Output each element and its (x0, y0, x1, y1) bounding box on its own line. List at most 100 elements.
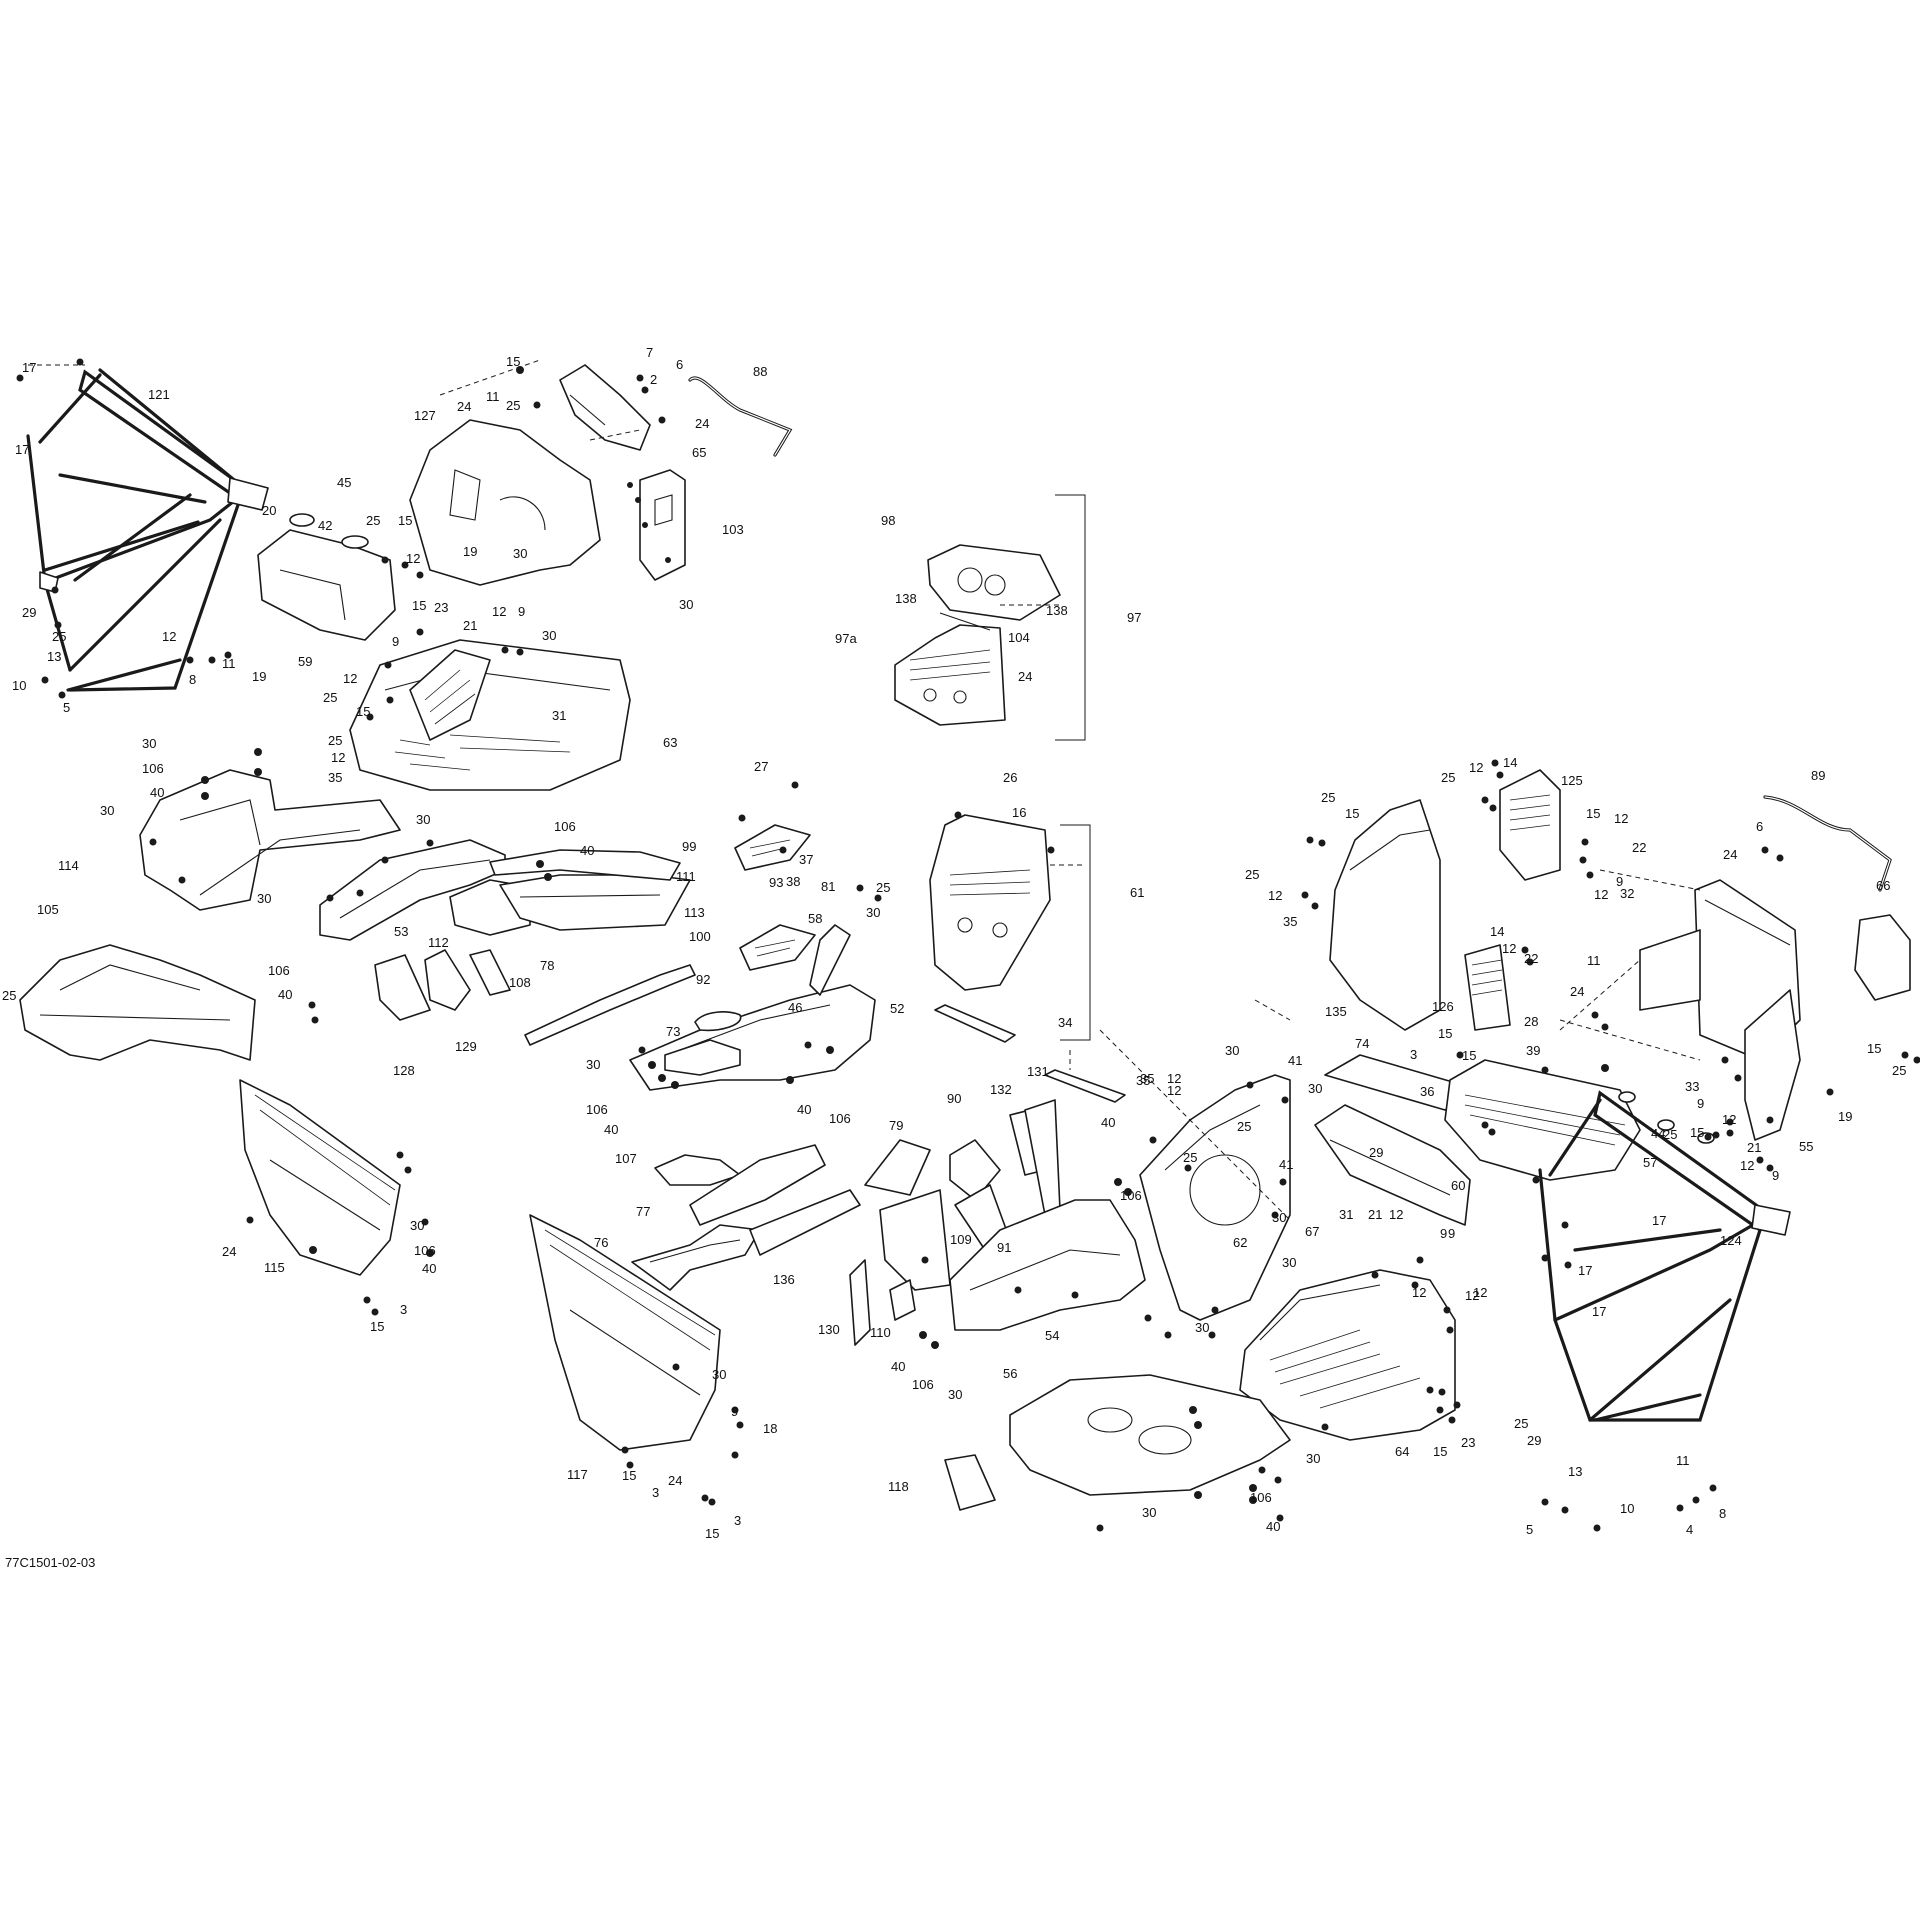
panels-111-112-113 (449, 849, 691, 936)
rear-panel-55 (1744, 989, 1801, 1141)
figure-reference: 77C1501-02-03 (5, 1555, 95, 1570)
gasket-73 (694, 1011, 742, 1032)
callout-c74: 38 (786, 874, 800, 889)
callout-c219: 4 (1686, 1522, 1693, 1537)
callout-c95: 106 (829, 1111, 851, 1126)
callout-c87: 129 (455, 1039, 477, 1054)
callout-c42: 12 (343, 671, 357, 686)
callout-c116: 14 (1490, 924, 1504, 939)
callout-c32: 12 (406, 551, 420, 566)
callout-c181: 21 (1368, 1207, 1382, 1222)
bumper-panel-115 (239, 1079, 401, 1276)
callout-c162: 109 (950, 1232, 972, 1247)
front-roll-cage (26, 368, 269, 692)
callout-c29: 42 (318, 518, 332, 533)
callout-c2: 17 (15, 442, 29, 457)
callout-c6: 13 (47, 649, 61, 664)
callout-c45: 25 (328, 733, 342, 748)
callout-c174: 41 (1279, 1157, 1293, 1172)
callout-c185: 12 (1473, 1285, 1487, 1300)
callout-c226: 12 (1465, 1288, 1479, 1303)
callout-c82: 111 (676, 869, 696, 884)
callout-c104: 89 (1811, 768, 1825, 783)
callout-c105: 25 (1321, 790, 1335, 805)
callout-c200: 30 (712, 1367, 726, 1382)
callout-c48: 31 (552, 708, 566, 723)
callout-c153: 3 (400, 1302, 407, 1317)
callout-c99: 34 (1058, 1015, 1072, 1030)
callout-c160: 132 (990, 1082, 1012, 1097)
callout-c182: 12 (1389, 1207, 1403, 1222)
callout-c28: 20 (262, 503, 276, 518)
floor-pieces (631, 1144, 861, 1291)
callout-c169: 35 (1136, 1073, 1150, 1088)
bracket-125 (1499, 769, 1561, 881)
callout-c175: 30 (1272, 1210, 1286, 1225)
panel-103 (639, 469, 686, 581)
callout-c76: 25 (876, 880, 890, 895)
callout-c46: 12 (331, 750, 345, 765)
callout-c150: 24 (222, 1244, 236, 1259)
callout-c130: 15 (1438, 1026, 1452, 1041)
callout-c52: 138 (1046, 603, 1068, 618)
dash-group-97 (894, 494, 1086, 741)
callout-c69: 40 (278, 987, 292, 1002)
callout-c112: 22 (1632, 840, 1646, 855)
callout-c113: 9 (1616, 874, 1623, 889)
flaps-108-128-129 (374, 949, 511, 1021)
callout-c142: 12 (1740, 1158, 1754, 1173)
bumper-panel-117 (529, 1214, 721, 1451)
callout-c155: 77 (636, 1204, 650, 1219)
callout-c90: 52 (890, 1001, 904, 1016)
callout-c211: 17 (1578, 1263, 1592, 1278)
callout-c123: 32 (1620, 886, 1634, 901)
callout-c63: 30 (416, 812, 430, 827)
callout-c141: 21 (1747, 1140, 1761, 1155)
callout-c55: 104 (1008, 630, 1030, 645)
callout-c12: 19 (252, 669, 266, 684)
callout-c65: 40 (580, 843, 594, 858)
callout-c148: 106 (414, 1243, 436, 1258)
callout-c64: 106 (554, 819, 576, 834)
callout-c135: 33 (1685, 1079, 1699, 1094)
callout-c44: 15 (356, 704, 370, 719)
callout-c102: 14 (1503, 755, 1517, 770)
callout-c34: 59 (298, 654, 312, 669)
callout-c136: 9 (1697, 1096, 1704, 1111)
callout-c68: 106 (268, 963, 290, 978)
callout-c84: 112 (428, 935, 449, 950)
callout-c204: 15 (622, 1468, 636, 1483)
side-panel-62 (1139, 1074, 1291, 1321)
callout-c93: 40 (604, 1122, 618, 1137)
center-console (629, 824, 876, 1091)
callout-c37: 12 (492, 604, 506, 619)
callout-c70: 27 (754, 759, 768, 774)
alignment-lines (28, 359, 1701, 1221)
callout-c149: 40 (422, 1261, 436, 1276)
callout-c97: 16 (1012, 805, 1026, 820)
callout-c86: 128 (393, 1063, 415, 1078)
callout-c196: 30 (1306, 1451, 1320, 1466)
callout-c107: 25 (1245, 867, 1259, 882)
callout-c10: 8 (189, 672, 196, 687)
callout-c198: 15 (1433, 1444, 1447, 1459)
callout-c172: 40 (1101, 1115, 1115, 1130)
fuel-tank (257, 513, 396, 641)
callout-c158: 79 (889, 1118, 903, 1133)
callout-c33: 19 (463, 544, 477, 559)
tub-57 (1444, 1059, 1641, 1181)
callout-c118: 22 (1524, 951, 1538, 966)
callout-c191: 56 (1003, 1366, 1017, 1381)
callout-c203: 117 (567, 1467, 588, 1482)
callout-c176: 62 (1233, 1235, 1247, 1250)
housing-66 (1854, 914, 1911, 1001)
callout-c72: 93 (769, 875, 783, 890)
callout-c180: 31 (1339, 1207, 1353, 1222)
callout-c156: 76 (594, 1235, 608, 1250)
callout-c27: 45 (337, 475, 351, 490)
callout-c35: 15 (412, 598, 426, 613)
callout-c178: 60 (1451, 1178, 1465, 1193)
callout-c21: 24 (695, 416, 709, 431)
callout-c145: 29 (1369, 1145, 1383, 1160)
